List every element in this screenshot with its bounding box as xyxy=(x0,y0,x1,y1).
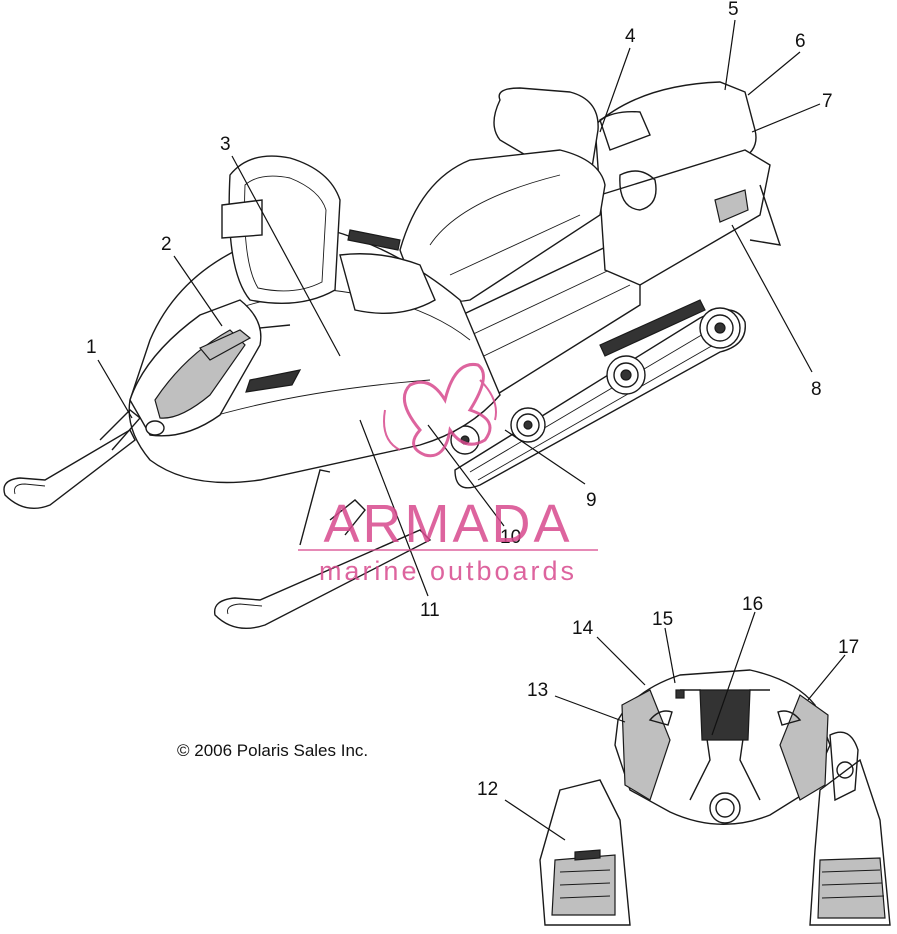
callout-9: 9 xyxy=(586,490,597,511)
bogie-wheel xyxy=(699,307,741,349)
watermark-title: ARMADA xyxy=(323,494,572,554)
callout-numbers: 1 2 3 4 5 6 7 8 9 10 11 12 13 14 15 16 1… xyxy=(86,0,859,800)
callout-16: 16 xyxy=(742,594,763,615)
callout-17: 17 xyxy=(838,637,859,658)
bogie-wheel xyxy=(606,355,646,395)
callout-14: 14 xyxy=(572,618,594,639)
callout-2: 2 xyxy=(161,234,172,255)
callout-3: 3 xyxy=(220,134,231,155)
watermark-logo xyxy=(383,362,497,458)
bogie-wheel xyxy=(510,407,546,443)
track-assembly xyxy=(450,299,746,489)
bogie-wheel xyxy=(450,425,480,455)
callout-10: 10 xyxy=(500,527,521,548)
callout-11: 11 xyxy=(420,600,440,621)
front-cowl xyxy=(614,669,831,825)
callout-15: 15 xyxy=(652,609,673,630)
callout-13: 13 xyxy=(527,680,548,701)
callout-4: 4 xyxy=(625,26,636,47)
copyright-notice: © 2006 Polaris Sales Inc. xyxy=(177,741,368,760)
watermark-subtitle: marine outboards xyxy=(319,556,577,586)
ski-left xyxy=(3,409,142,509)
callout-1: 1 xyxy=(86,337,97,358)
callout-leaders xyxy=(97,19,846,841)
callout-8: 8 xyxy=(811,379,822,400)
snowmobile-front-view xyxy=(539,669,891,926)
callout-6: 6 xyxy=(795,31,806,52)
callout-12: 12 xyxy=(477,779,498,800)
ski-right xyxy=(213,469,432,629)
callout-7: 7 xyxy=(822,91,833,112)
windshield xyxy=(228,155,341,304)
callout-5: 5 xyxy=(728,0,739,20)
watermark: ARMADA marine outboards xyxy=(298,362,598,586)
